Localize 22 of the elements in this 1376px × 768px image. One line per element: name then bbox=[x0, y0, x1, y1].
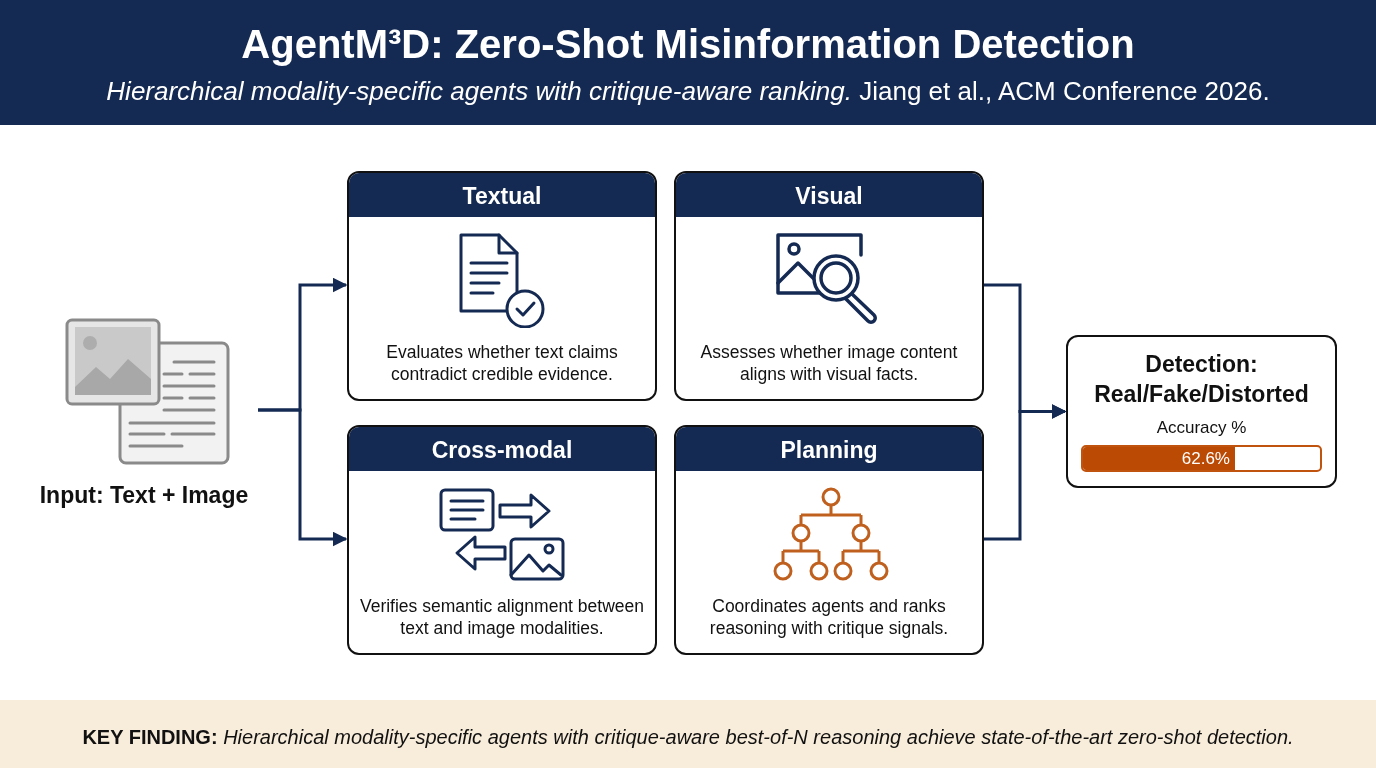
card-header: Planning bbox=[676, 427, 982, 471]
arrow bbox=[258, 408, 348, 547]
agent-card bbox=[674, 425, 984, 655]
metric-label: Accuracy % bbox=[1155, 418, 1248, 438]
agent-card bbox=[347, 425, 657, 655]
arrow bbox=[984, 404, 1067, 541]
accuracy-value: 62.6% bbox=[1181, 449, 1230, 469]
card-header: Visual bbox=[676, 173, 982, 217]
agent-card bbox=[674, 171, 984, 401]
card-description: Evaluates whether text claims contradict credible evidence. bbox=[385, 341, 619, 385]
title: AgentM³D: Zero-Shot Misinformation Detection bbox=[240, 22, 1136, 67]
subtitle: Hierarchical modality-specific agents with critique-aware ranking. Jiang et al., ACM Conference 2026. bbox=[105, 76, 1271, 107]
result-title: Detection: Real/Fake/Distorted bbox=[1093, 350, 1310, 409]
card-header: Cross-modal bbox=[349, 427, 655, 471]
result-card bbox=[1066, 335, 1337, 488]
card-description: Verifies semantic alignment between text and image modalities. bbox=[358, 595, 645, 639]
key-finding-note: KEY FINDING: Hierarchical modality-specific agents with critique-aware best-of-N reasoning achieve state-of-the-art zero-shot detection. bbox=[81, 726, 1295, 749]
card-header: Textual bbox=[349, 173, 655, 217]
input-label: Input: Text + Image bbox=[38, 482, 250, 509]
card-description: Coordinates agents and ranks reasoning with critique signals. bbox=[708, 595, 950, 639]
card-description: Assesses whether image content aligns with visual facts. bbox=[699, 341, 959, 385]
agent-card bbox=[347, 171, 657, 401]
